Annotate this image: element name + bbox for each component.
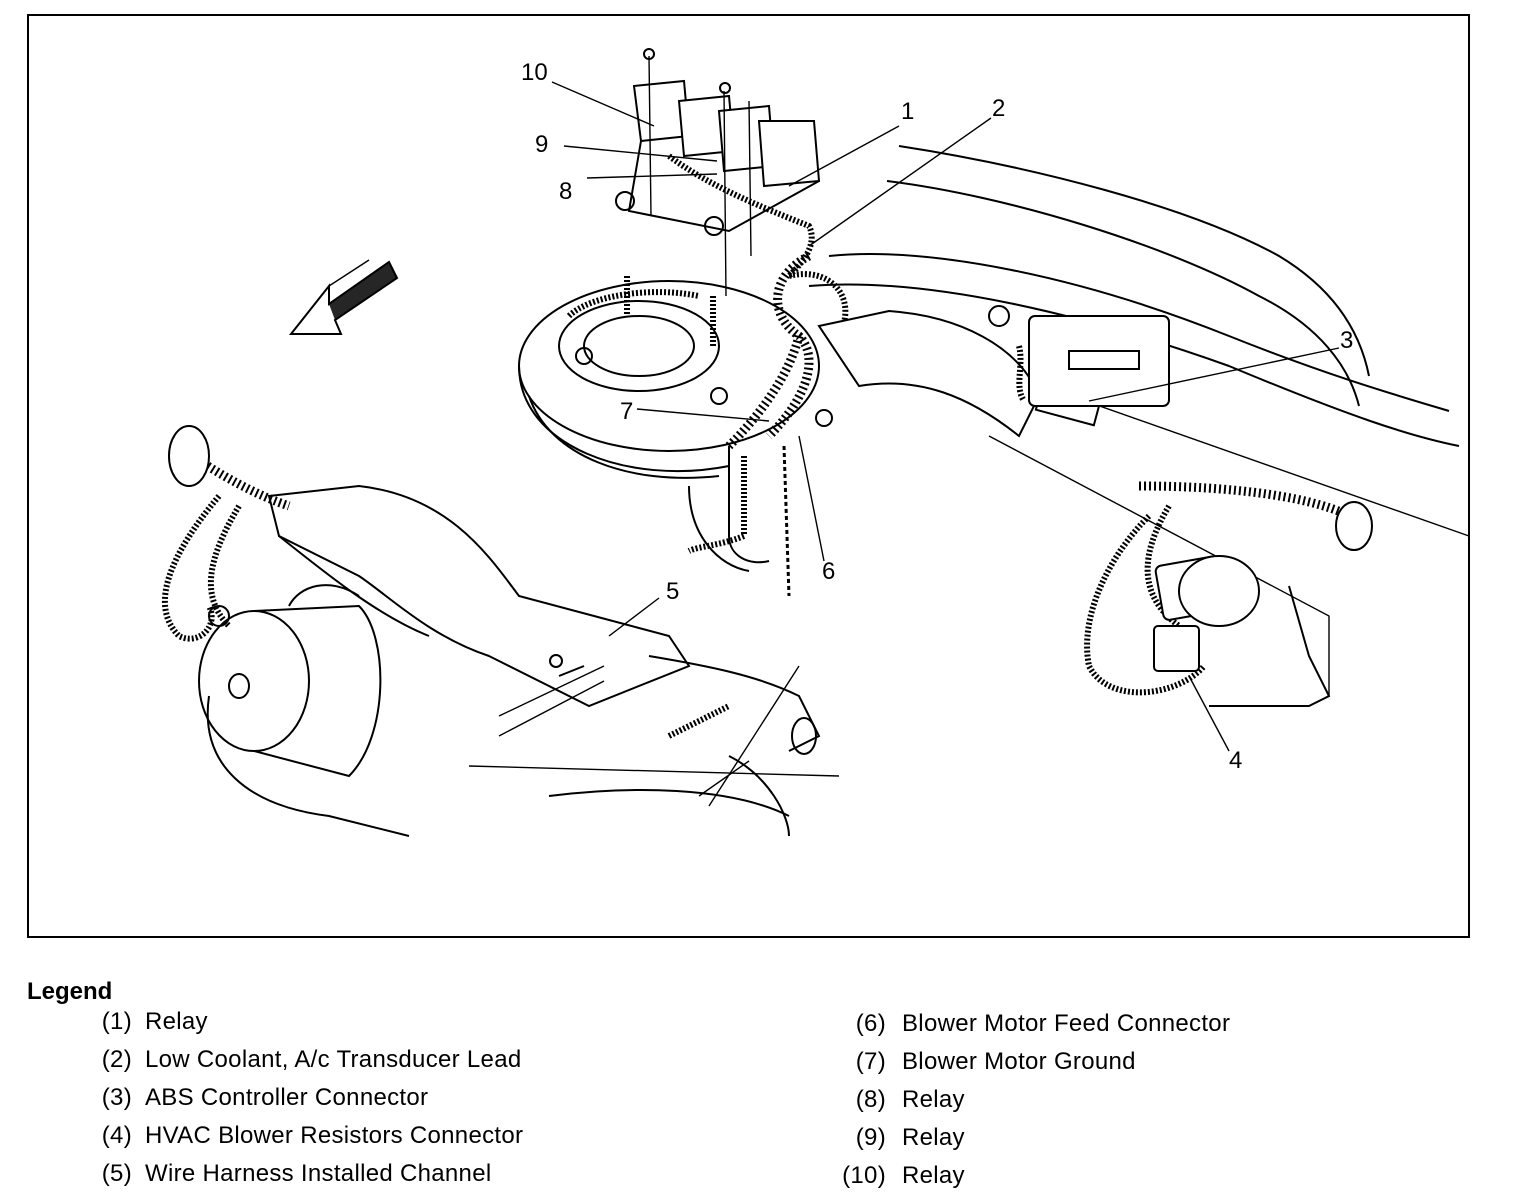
legend-item-text: Relay xyxy=(902,1086,965,1113)
legend-item-number: (6) xyxy=(855,1010,886,1037)
relay-center xyxy=(615,48,821,346)
legend-item-text: Relay xyxy=(145,1008,208,1035)
fender-outline xyxy=(808,145,1470,707)
legend-item-text: Relay xyxy=(902,1124,965,1151)
abs-connector xyxy=(988,305,1170,427)
callout-1: 1 xyxy=(901,98,914,125)
callout-5: 5 xyxy=(666,578,679,605)
legend-item-number: (8) xyxy=(855,1086,886,1113)
callout-2: 2 xyxy=(992,95,1005,122)
legend-item-number: (2) xyxy=(101,1046,132,1073)
callout-7: 7 xyxy=(620,398,633,425)
leader-lines xyxy=(551,81,1340,752)
callout-8: 8 xyxy=(559,178,572,205)
harness-channel xyxy=(162,425,840,837)
wiring-illustration: 1 2 3 4 5 6 7 8 9 10 xyxy=(162,48,1470,837)
legend-item-text: Blower Motor Feed Connector xyxy=(902,1010,1231,1037)
main-harness xyxy=(687,251,1041,597)
legend-title: Legend xyxy=(27,978,113,1005)
callout-3: 3 xyxy=(1340,327,1353,354)
legend-item-text: ABS Controller Connector xyxy=(145,1084,429,1111)
legend-item-number: (4) xyxy=(101,1122,132,1149)
callout-10: 10 xyxy=(521,59,548,86)
callout-9: 9 xyxy=(535,131,548,158)
legend-item-number: (7) xyxy=(855,1048,886,1075)
legend-item-text: Wire Harness Installed Channel xyxy=(145,1160,492,1187)
legend-item-text: Blower Motor Ground xyxy=(902,1048,1136,1075)
blower-resistor-harness xyxy=(1084,481,1373,696)
legend-item-text: HVAC Blower Resistors Connector xyxy=(145,1122,524,1149)
legend-item-text: Relay xyxy=(902,1162,965,1189)
callout-4: 4 xyxy=(1229,747,1242,774)
legend-item-text: Low Coolant, A/c Transducer Lead xyxy=(145,1046,522,1073)
forward-arrow-icon xyxy=(288,259,399,335)
legend-item-number: (1) xyxy=(101,1008,132,1035)
shock-tower xyxy=(518,280,820,479)
legend-item-number: (9) xyxy=(855,1124,886,1151)
legend-item-number: (5) xyxy=(101,1160,132,1187)
legend-item-number: (10) xyxy=(842,1162,886,1189)
blower-motor xyxy=(198,584,410,837)
callout-6: 6 xyxy=(822,558,835,585)
diagram-frame: 1 2 3 4 5 6 7 8 9 10 xyxy=(27,14,1470,938)
legend-item-number: (3) xyxy=(101,1084,132,1111)
callout-labels: 1 2 3 4 5 6 7 8 9 10 xyxy=(521,59,1353,774)
